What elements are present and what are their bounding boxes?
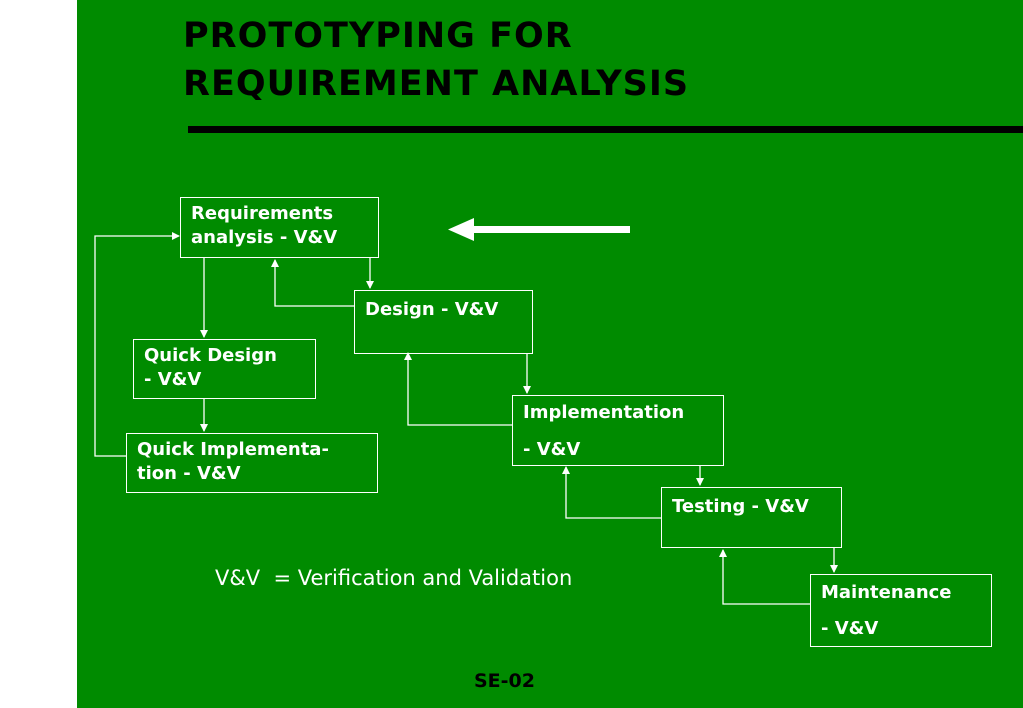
connector-impl-to-design: [404, 352, 512, 426]
legend-text: V&V = Verification and Validation: [215, 566, 573, 590]
title-line-1: PROTOTYPING FOR: [183, 16, 573, 56]
connector-maintenance-to-testing: [719, 549, 810, 605]
box-quick-implementation: Quick Implementa- tion - V&V: [126, 433, 378, 493]
slide-footer: SE-02: [474, 670, 535, 692]
slide-background: [77, 0, 1023, 708]
box-design: Design - V&V: [354, 290, 533, 354]
box-implementation-line-1: Implementation: [523, 402, 685, 423]
connector-quick-impl-to-req: [94, 232, 180, 457]
box-quick-design: Quick Design - V&V: [133, 339, 316, 399]
connector-testing-to-impl: [562, 466, 661, 519]
box-maintenance-line-2: - V&V: [821, 618, 879, 639]
box-testing: Testing - V&V: [661, 487, 842, 548]
box-maintenance-line-1: Maintenance: [821, 582, 952, 603]
title-underline: [188, 126, 1023, 133]
box-quick-impl-line-2: tion - V&V: [137, 463, 241, 484]
box-requirements-analysis: Requirements analysis - V&V: [180, 197, 379, 258]
box-testing-line-1: Testing - V&V: [672, 496, 809, 517]
box-implementation: Implementation - V&V: [512, 395, 724, 466]
box-quick-design-line-2: - V&V: [144, 369, 202, 390]
slide-title: PROTOTYPING FOR REQUIREMENT ANALYSIS: [183, 12, 689, 108]
box-quick-impl-line-1: Quick Implementa-: [137, 439, 329, 460]
connector-design-to-req: [271, 259, 354, 307]
box-requirements-line-2: analysis - V&V: [191, 227, 338, 248]
box-design-line-1: Design - V&V: [365, 299, 499, 320]
box-implementation-line-2: - V&V: [523, 439, 581, 460]
box-requirements-line-1: Requirements: [191, 203, 334, 224]
left-arrow-icon: [448, 218, 630, 241]
box-maintenance: Maintenance - V&V: [810, 574, 992, 647]
title-line-2: REQUIREMENT ANALYSIS: [183, 64, 690, 104]
box-quick-design-line-1: Quick Design: [144, 345, 277, 366]
